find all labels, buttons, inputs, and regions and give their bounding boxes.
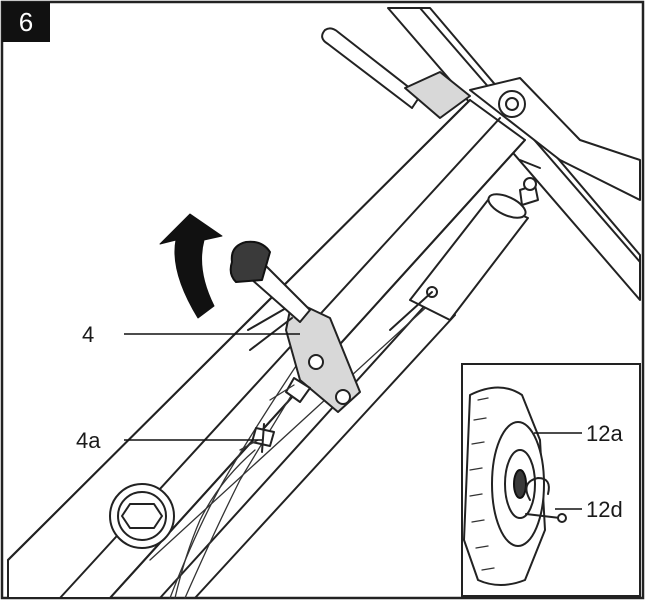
lever-screw: [239, 423, 275, 453]
rotation-arrow-icon: [159, 213, 223, 319]
label-4a: 4a: [76, 428, 101, 453]
damper-linkage: [389, 286, 438, 331]
detail-inset: [461, 363, 641, 597]
label-12d: 12d: [586, 497, 623, 522]
step-number: 6: [19, 7, 33, 37]
cable-clevis: [269, 377, 311, 403]
wheel-clip: [525, 477, 567, 523]
label-12a: 12a: [586, 421, 623, 446]
lower-handle-tube: [149, 289, 456, 599]
handle-bolt: [498, 90, 526, 118]
lever-knob: [229, 240, 311, 323]
damper-cylinder: [409, 159, 541, 321]
upper-handle-bar: [321, 7, 641, 301]
wheel: [463, 386, 546, 586]
label-4: 4: [82, 322, 94, 347]
step-badge: 6: [2, 2, 50, 42]
tube-bolt: [109, 483, 175, 549]
